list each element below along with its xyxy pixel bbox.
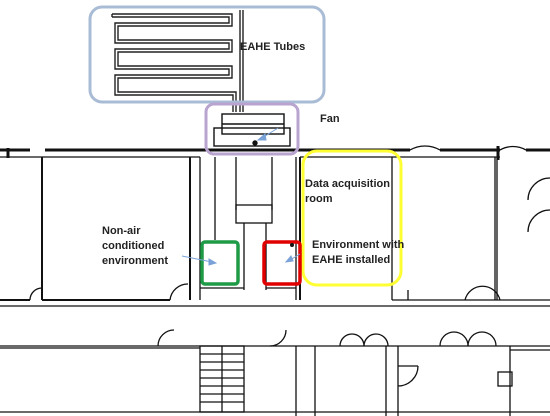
label-eahe-env-line1: Environment with — [312, 239, 405, 251]
label-eahe-env-line2: EAHE installed — [312, 254, 390, 266]
eahe-tube-serpentine — [111, 10, 244, 112]
label-non-air-line3: environment — [102, 255, 168, 267]
fan-highlight — [204, 102, 300, 156]
label-data-room-line2: room — [305, 193, 333, 205]
label-data-room-line1: Data acquisition — [305, 178, 390, 190]
building-walls — [0, 145, 550, 416]
pointer-arrows — [181, 127, 301, 266]
eahe-env-highlight — [262, 240, 302, 286]
label-fan: Fan — [320, 113, 340, 125]
fan-housing — [213, 113, 291, 147]
eahe-tubes-highlight — [88, 5, 326, 104]
data-room-highlight — [301, 149, 403, 287]
non-air-env-highlight — [200, 240, 240, 286]
label-non-air-line2: conditioned — [102, 240, 164, 252]
sensor-dot — [290, 243, 294, 247]
label-eahe-tubes: EAHE Tubes — [240, 41, 305, 53]
label-non-air-line1: Non-air — [102, 225, 141, 237]
